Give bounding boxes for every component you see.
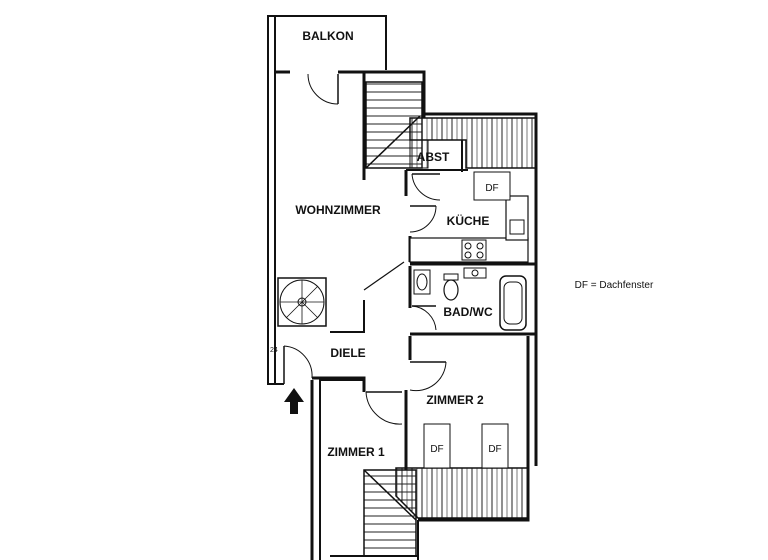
stove-icon: [461, 239, 487, 261]
door-zimmer2: [409, 361, 447, 392]
room-label-kueche: KÜCHE: [447, 213, 490, 228]
room-label-diele: DIELE: [330, 346, 365, 360]
skylight-label: DF: [430, 444, 443, 455]
sink-icon: [413, 269, 431, 295]
room-label-bad: BAD/WC: [443, 305, 493, 319]
skylight-abst: DF: [473, 171, 511, 201]
door-zimmer1: [365, 391, 403, 425]
skylight-zimmer2-right: DF: [481, 423, 509, 469]
entrance-arrow-icon: [284, 388, 304, 414]
door-bath: [411, 305, 437, 331]
door-balcony: [307, 73, 339, 105]
legend-text: DF = Dachfenster: [575, 280, 654, 291]
room-label-zimmer1: ZIMMER 1: [327, 445, 385, 459]
roof-slope-upper: [409, 117, 537, 169]
room-label-abst: ABST: [417, 150, 450, 164]
stairs-lower: [363, 469, 417, 557]
bathtub-icon: [499, 275, 527, 331]
skylight-zimmer2-left: DF: [423, 423, 451, 469]
edge-mark: 24: [270, 347, 278, 354]
door-entrance: [283, 345, 313, 384]
toilet-icon: [443, 273, 459, 301]
skylight-label: DF: [485, 183, 498, 194]
spiral-staircase-icon: [277, 277, 327, 327]
washbasin-icon: [463, 267, 487, 279]
door-abst: [411, 173, 441, 201]
interior-walls: [312, 72, 536, 470]
room-label-zimmer2: ZIMMER 2: [426, 393, 484, 407]
skylight-label: DF: [488, 444, 501, 455]
room-label-balkon: BALKON: [302, 29, 353, 43]
room-label-wohnzimmer: WOHNZIMMER: [295, 203, 381, 217]
door-kitchen: [409, 205, 437, 233]
